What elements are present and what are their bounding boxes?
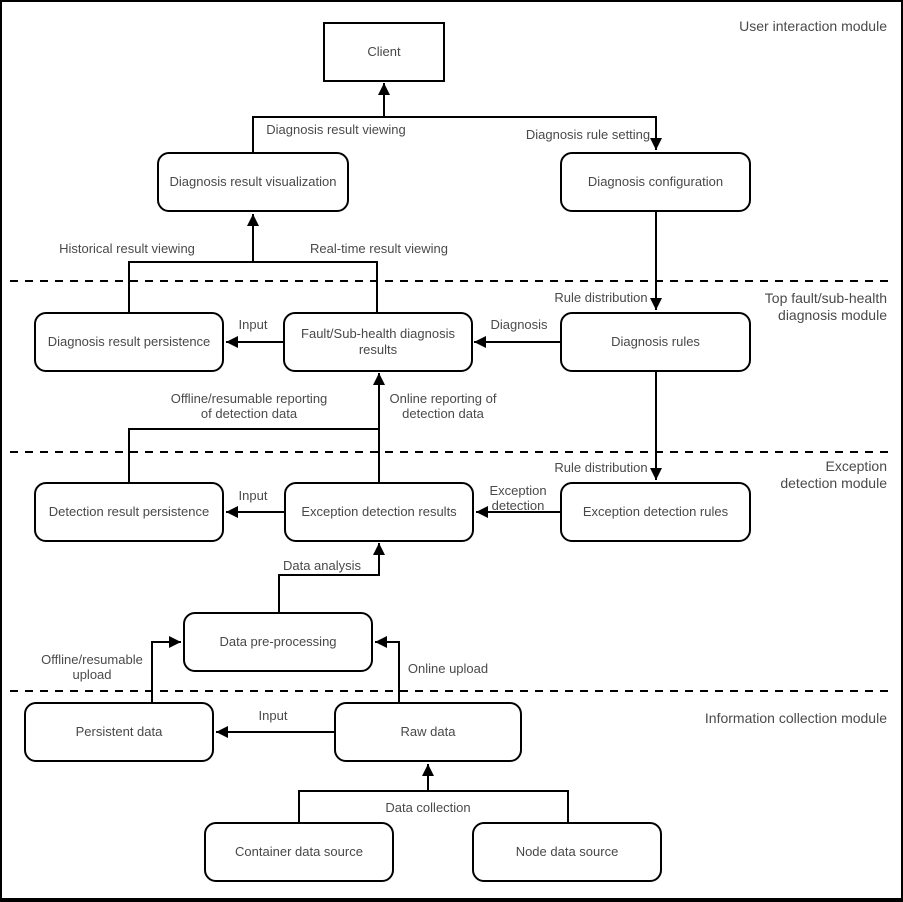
edge-label-exception-detection: Exception detection xyxy=(489,483,547,513)
edge-label-rule-distribution-exception: Rule distribution xyxy=(554,460,648,475)
node-label: Exception detection results xyxy=(301,504,457,519)
node-client: Client xyxy=(323,22,445,82)
edge-label-offline-upload: Offline/resumable upload xyxy=(41,652,143,682)
node-diagnosis-result-persistence: Diagnosis result persistence xyxy=(34,312,224,372)
edge-results-junction-top xyxy=(128,261,378,312)
node-label: Diagnosis rules xyxy=(611,334,700,349)
module-label-information-collection: Information collection module xyxy=(704,710,887,726)
node-label-line2: results xyxy=(358,342,398,357)
node-label: Container data source xyxy=(235,844,363,859)
edge-persistentdata-to-preprocessing xyxy=(151,636,181,702)
edge-label-realtime-result-viewing: Real-time result viewing xyxy=(310,241,448,256)
node-label: Diagnosis configuration xyxy=(587,174,724,189)
edge-rawdata-to-preprocessing xyxy=(375,636,400,702)
edge-label-input-diagnosis: Input xyxy=(238,317,268,332)
edge-label-diagnosis-rule-setting: Diagnosis rule setting xyxy=(525,127,651,142)
edge-preprocessing-to-detectionresults xyxy=(278,543,385,612)
node-label: Persistent data xyxy=(75,724,163,739)
edge-label-input-raw: Input xyxy=(258,708,288,723)
edge-label-data-analysis: Data analysis xyxy=(282,558,362,573)
node-diagnosis-result-visualization: Diagnosis result visualization xyxy=(157,152,349,212)
node-diagnosis-rules: Diagnosis rules xyxy=(560,312,751,372)
edge-label-historical-result-viewing: Historical result viewing xyxy=(59,241,195,256)
edge-label-online-upload: Online upload xyxy=(407,661,489,676)
edge-label-diagnosis-result-viewing: Diagnosis result viewing xyxy=(266,122,406,137)
edge-label-data-collection: Data collection xyxy=(385,800,471,815)
module-label-top-fault-diagnosis: Top fault/sub-health diagnosis module xyxy=(764,290,887,323)
node-label: Diagnosis result visualization xyxy=(169,174,337,189)
edge-sources-junction xyxy=(298,790,569,822)
node-container-data-source: Container data source xyxy=(204,822,394,882)
node-label: Data pre-processing xyxy=(219,634,337,649)
node-persistent-data: Persistent data xyxy=(24,702,214,762)
edge-label-online-reporting: Online reporting of detection data xyxy=(389,391,497,421)
module-label-exception-detection: Exception detection module xyxy=(780,458,887,491)
node-raw-data: Raw data xyxy=(334,702,522,762)
edge-label-rule-distribution-top: Rule distribution xyxy=(554,290,648,305)
node-label: Raw data xyxy=(400,724,456,739)
edge-reporting-junction xyxy=(128,428,380,482)
node-label: Client xyxy=(367,44,401,59)
edge-visualization-to-client xyxy=(252,83,390,152)
node-label: Node data source xyxy=(515,844,619,859)
node-exception-detection-rules: Exception detection rules xyxy=(560,482,751,542)
node-node-data-source: Node data source xyxy=(472,822,662,882)
module-label-user-interaction: User interaction module xyxy=(739,18,887,34)
node-label-line1: Fault/Sub-health diagnosis xyxy=(301,326,455,341)
node-detection-result-persistence: Detection result persistence xyxy=(34,482,224,542)
node-label: Diagnosis result persistence xyxy=(47,334,211,349)
edge-client-to-configuration xyxy=(384,116,662,150)
node-label: Exception detection rules xyxy=(582,504,729,519)
node-fault-subhealth-diagnosis-results: Fault/Sub-health diagnosis results xyxy=(283,312,473,372)
node-exception-detection-results: Exception detection results xyxy=(284,482,474,542)
node-data-preprocessing: Data pre-processing xyxy=(183,612,373,672)
edge-label-diagnosis: Diagnosis xyxy=(490,317,548,332)
node-diagnosis-configuration: Diagnosis configuration xyxy=(560,152,751,212)
node-label: Detection result persistence xyxy=(48,504,210,519)
edge-label-input-detection: Input xyxy=(238,488,268,503)
edge-label-offline-reporting: Offline/resumable reporting of detection… xyxy=(170,391,328,421)
